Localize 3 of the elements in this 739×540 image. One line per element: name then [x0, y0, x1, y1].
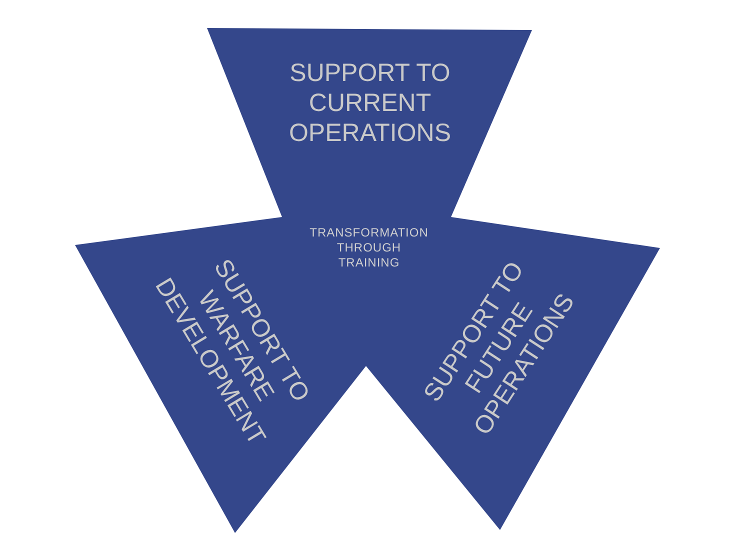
segment-title: SUPPORT TO CURRENT OPERATIONS — [288, 58, 452, 148]
tagline-text: TRANSFORMATION THROUGH TRAINING — [308, 226, 430, 270]
triangle-panel — [207, 28, 532, 217]
